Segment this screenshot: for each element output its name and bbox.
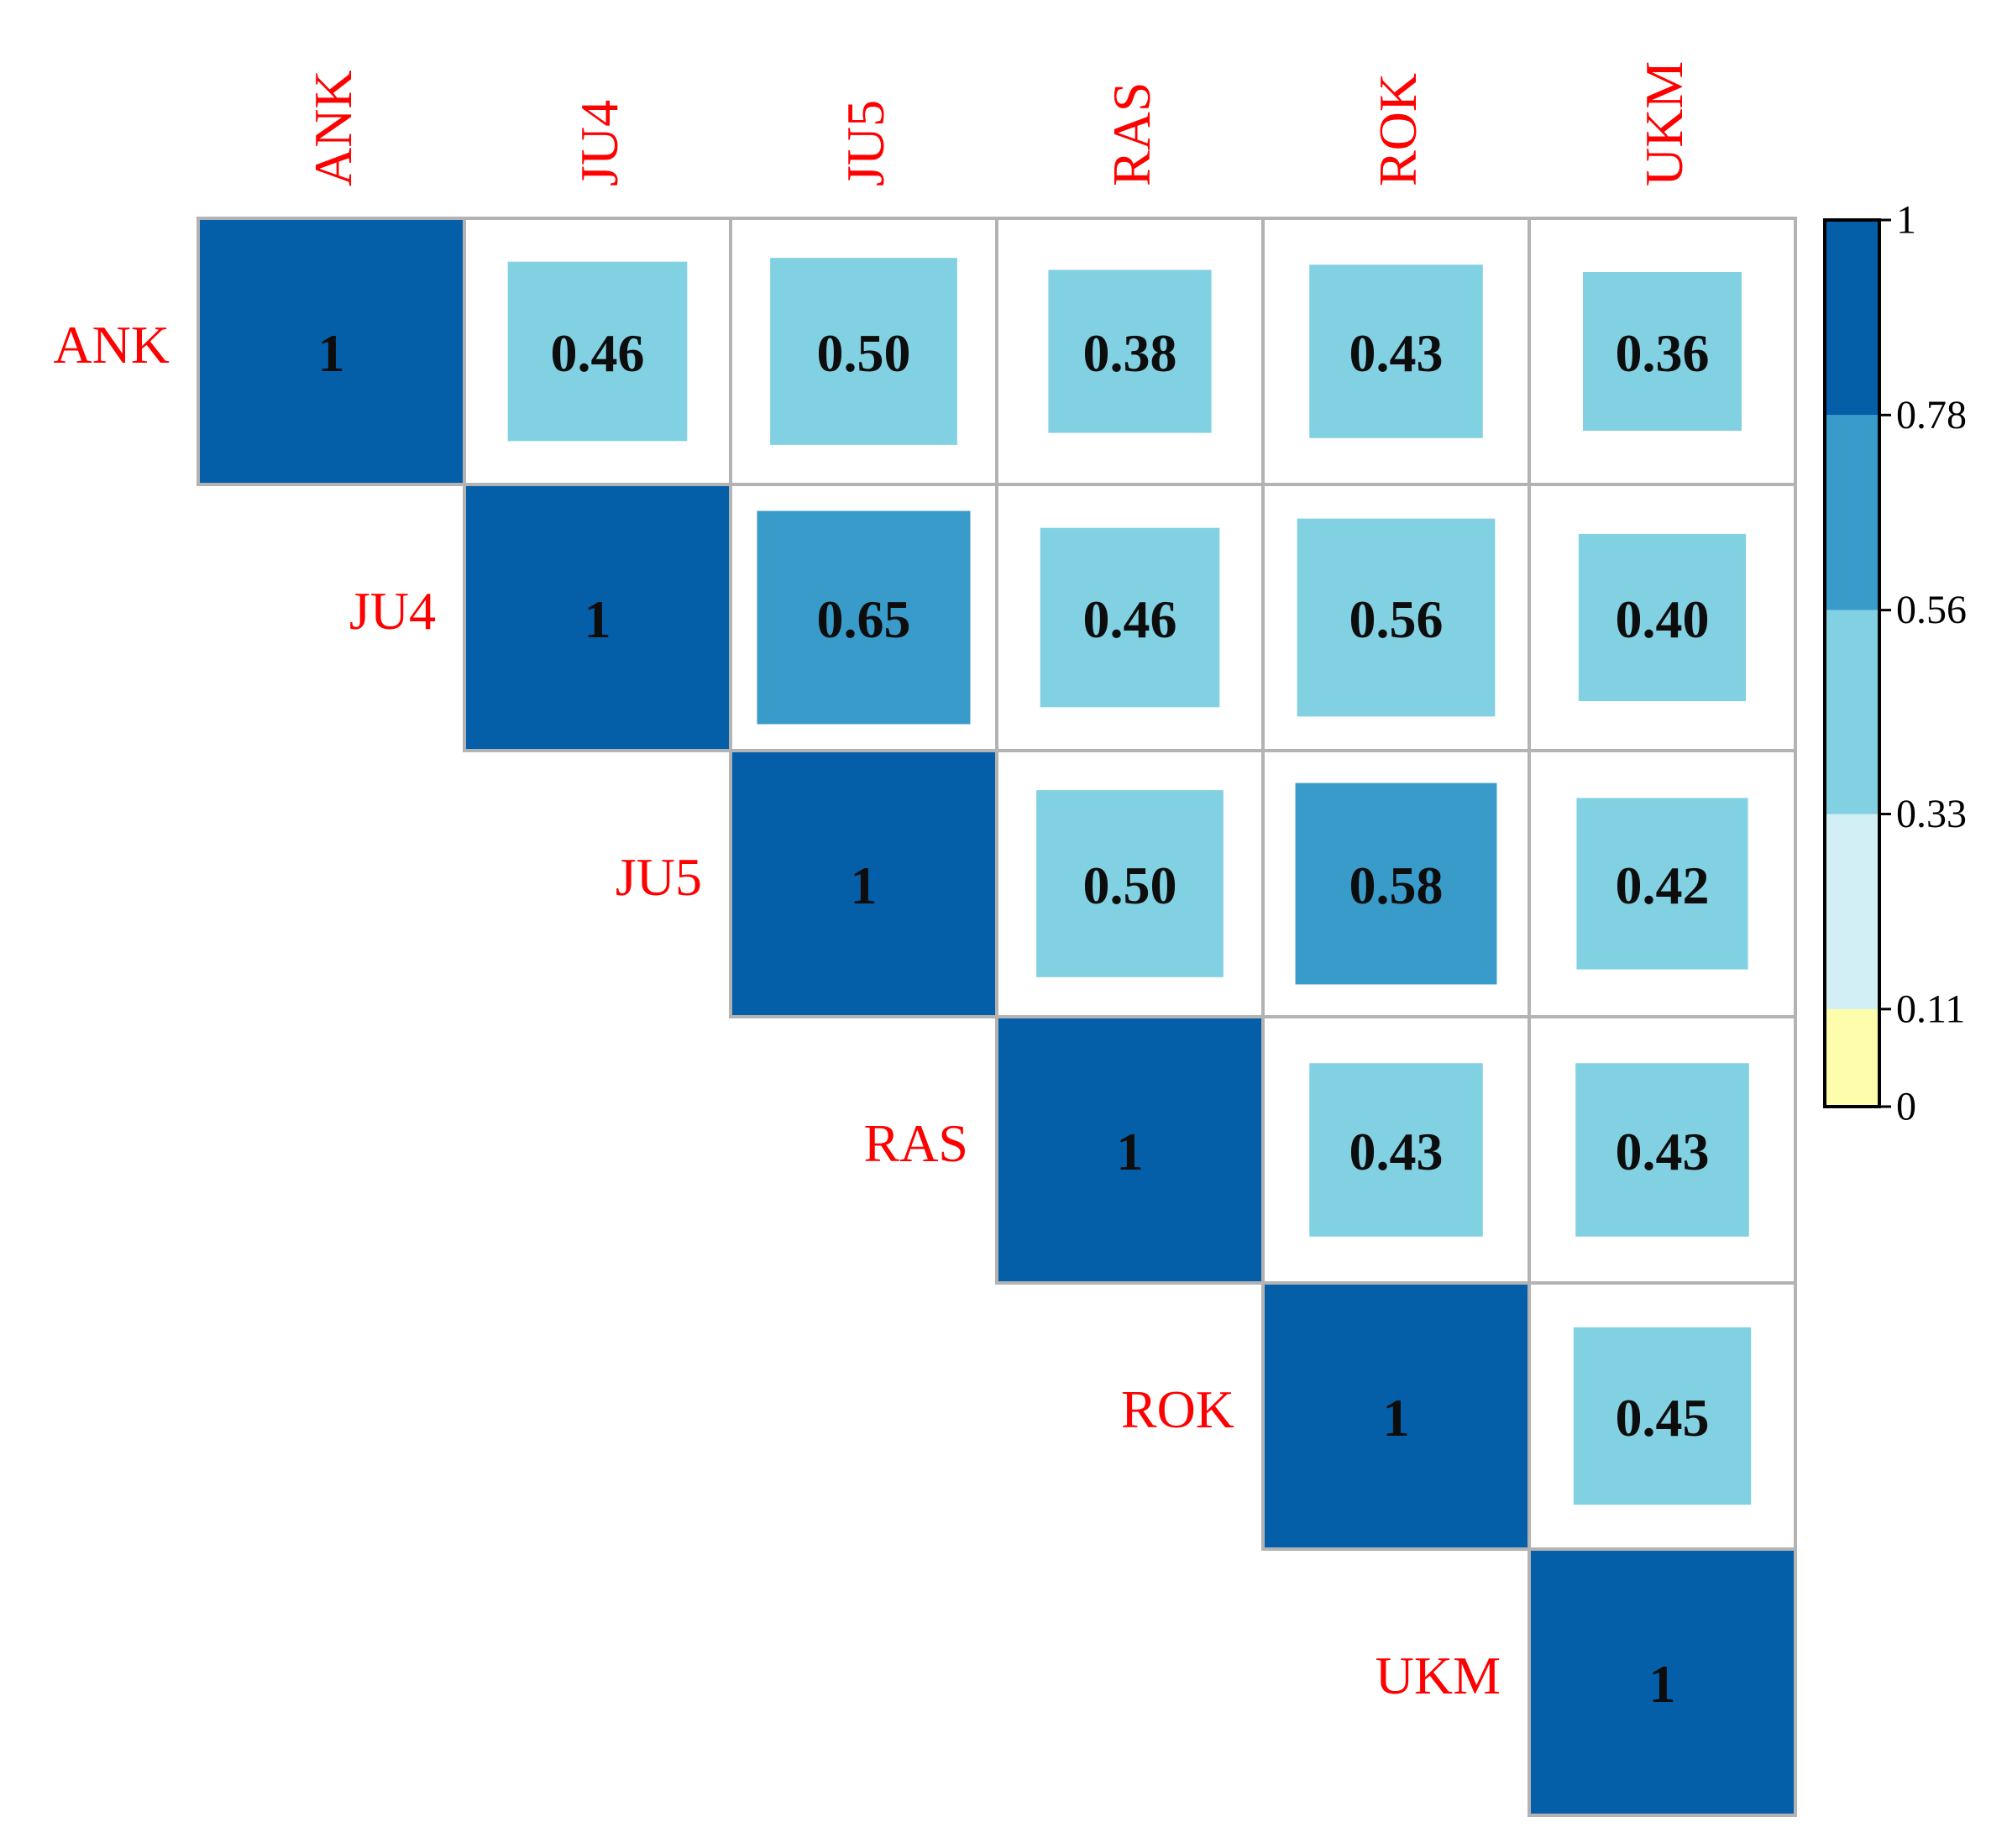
colorbar-tick-label: 0 [1896,1085,1916,1129]
heatmap-cell: 1 [197,217,466,486]
colorbar: 0 0.11 0.33 0.56 0.78 1 [1823,198,1967,1129]
row-label-ju5: JU5 [616,847,702,907]
col-label-ju4: JU4 [569,100,629,186]
cell-square [1583,272,1742,431]
cell-square [998,1018,1262,1282]
cell-value-label: 0.43 [1616,1122,1710,1181]
row-label-ukm: UKM [1376,1646,1501,1705]
colorbar-tick-label: 0.56 [1896,588,1967,632]
cell-value-label: 0.45 [1616,1388,1710,1448]
heatmap-cell: 0.50 [995,749,1265,1018]
heatmap-cell: 0.43 [1261,1015,1531,1285]
cell-square [465,485,730,750]
heatmap-cell: 1 [463,483,732,752]
cell-value-label: 0.43 [1349,323,1444,383]
cell-value-label: 1 [318,323,345,383]
heatmap-cell: 0.46 [463,217,732,486]
cell-value-label: 0.50 [817,323,911,383]
cell-square [1530,1550,1795,1814]
cell-value-label: 1 [584,589,611,649]
cell-square [1573,1327,1752,1505]
col-label-ank: ANK [303,70,363,186]
heatmap-cell: 0.45 [1528,1281,1797,1551]
cell-square [1264,1284,1528,1548]
heatmap-cell: 0.56 [1261,483,1531,752]
cell-value-label: 0.42 [1616,856,1710,915]
cell-square [1036,790,1224,977]
colorbar-segment [1825,415,1879,610]
row-label-ank: ANK [53,315,170,374]
col-label-rok: ROK [1368,73,1428,186]
cell-value-label: 1 [1383,1388,1410,1448]
cell-square [757,510,971,725]
cell-value-label: 1 [851,856,878,915]
col-label-ju5: JU5 [836,100,895,186]
row-label-rok: ROK [1121,1379,1234,1439]
heatmap-cell: 0.43 [1261,217,1531,486]
colorbar-segment [1825,814,1879,1009]
heatmap-cell: 0.46 [995,483,1265,752]
heatmap-cell: 1 [995,1015,1265,1285]
colorbar-tick-label: 0.33 [1896,792,1967,836]
heatmap-cell: 1 [1528,1547,1797,1817]
row-label-ras: RAS [864,1113,969,1173]
cell-square [1575,1063,1749,1237]
colorbar-segment [1825,1008,1879,1107]
heatmap-cell: 0.43 [1528,1015,1797,1285]
cell-square [770,258,957,445]
cell-square [1578,533,1747,702]
heatmap-cell: 0.42 [1528,749,1797,1018]
cell-square [507,261,688,442]
colorbar-tick-label: 0.11 [1896,987,1965,1031]
cell-square [1297,518,1496,717]
heatmap-cell: 1 [729,749,998,1018]
cell-value-label: 0.50 [1083,856,1177,915]
cell-value-label: 0.58 [1349,856,1444,915]
cell-value-label: 0.65 [817,589,911,649]
cell-square [199,219,464,484]
cell-square [1576,798,1748,970]
heatmap-cell: 0.65 [729,483,998,752]
cell-value-label: 1 [1649,1654,1676,1714]
colorbar-tick-label: 0.78 [1896,393,1967,437]
col-label-ras: RAS [1102,82,1161,187]
cell-value-label: 0.36 [1616,323,1710,383]
colorbar-segment [1825,220,1879,416]
colorbar-frame [1823,218,1881,1108]
cell-value-label: 0.46 [551,323,645,383]
cell-square [1048,270,1212,433]
cells-layer: 1 0.46 0.50 0.38 0.43 0.36 1 0.65 0.46 0.56 0.40 1 0… [197,217,1797,1817]
cell-square [1309,1063,1483,1237]
heatmap-cell: 0.58 [1261,749,1531,1018]
heatmap-cell: 0.36 [1528,217,1797,486]
cell-square [731,751,996,1016]
colorbar-segment [1825,610,1879,814]
cell-square [1295,783,1497,985]
cell-square [1309,264,1483,438]
col-label-ukm: UKM [1634,61,1694,186]
row-label-ju4: JU4 [349,581,436,641]
heatmap-cell: 0.50 [729,217,998,486]
cell-value-label: 0.46 [1083,589,1177,649]
cell-value-label: 0.38 [1083,323,1177,383]
cell-border [1528,1547,1797,1817]
cell-value-label: 1 [1117,1122,1144,1181]
cell-value-label: 0.43 [1349,1122,1444,1181]
heatmap-cell: 0.40 [1528,483,1797,752]
cell-value-label: 0.40 [1616,589,1710,649]
cell-square [1040,527,1220,708]
heatmap-cell: 0.38 [995,217,1265,486]
cell-value-label: 0.56 [1349,589,1444,649]
colorbar-tick-label: 1 [1896,198,1916,243]
heatmap-cell: 1 [1261,1281,1531,1551]
